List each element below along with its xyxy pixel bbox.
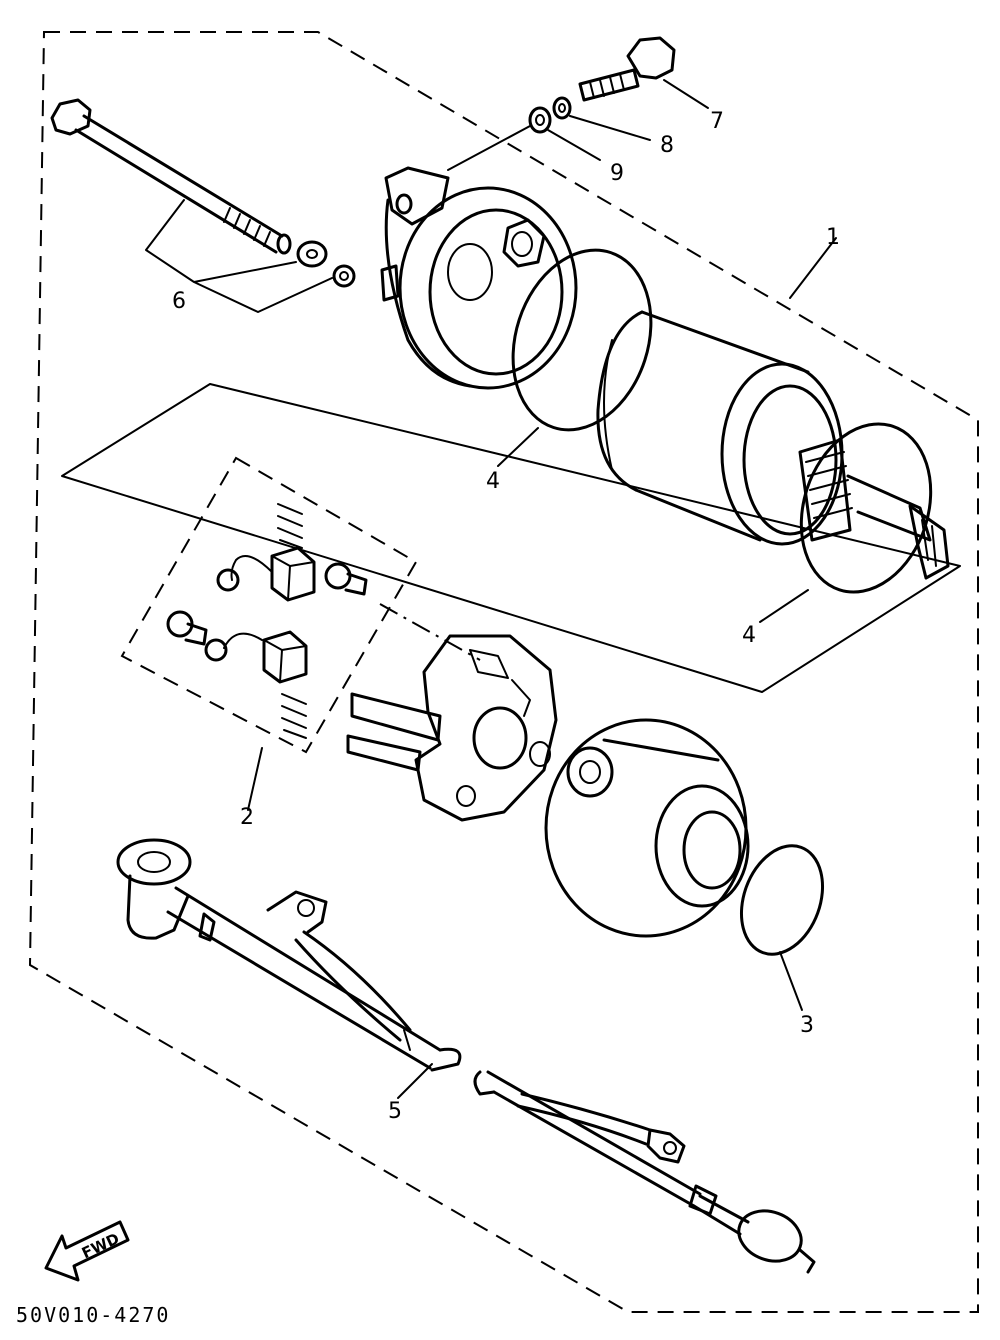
callout-1: 1	[826, 225, 840, 250]
leader-9	[547, 129, 601, 161]
leader-1	[789, 237, 837, 299]
drawing-code: 50V010-4270	[16, 1303, 170, 1327]
callout-5: 5	[388, 1099, 402, 1124]
callout-9: 9	[610, 161, 624, 186]
yoke-housing	[596, 310, 844, 546]
brush-kit-boundary-dashed	[120, 456, 418, 754]
washer-8	[552, 96, 572, 120]
armature-group-bracket	[61, 383, 961, 693]
rear-cover	[544, 718, 750, 938]
brush-alignment-line	[379, 603, 481, 661]
seal-ring-3	[739, 844, 825, 956]
lead-wire-front	[116, 838, 462, 1072]
leader-8	[569, 115, 651, 141]
leader-5	[397, 1063, 433, 1099]
callout-4b: 4	[742, 623, 756, 648]
armature-shaft	[798, 438, 950, 580]
assembly-boundary-dashed	[28, 31, 979, 1313]
leader-6	[145, 199, 333, 313]
lead-wire-rear	[473, 1070, 816, 1274]
front-cover	[380, 166, 578, 390]
leader-4b	[759, 589, 809, 623]
leader-4a	[497, 427, 539, 467]
through-bolt	[50, 98, 292, 255]
callout-2: 2	[240, 805, 254, 830]
bolt-alignment-line	[447, 125, 531, 171]
callout-3: 3	[800, 1013, 814, 1038]
washer-9	[528, 106, 552, 134]
bolt-washers	[296, 240, 356, 288]
brush-kit-parts	[166, 503, 368, 739]
leader-2	[247, 747, 263, 811]
leader-3	[779, 951, 803, 1011]
callout-7: 7	[710, 109, 724, 134]
callout-4a: 4	[486, 469, 500, 494]
fwd-direction-arrow: FWD	[44, 1220, 130, 1282]
brush-holder-plate	[346, 634, 558, 822]
callout-8: 8	[660, 133, 674, 158]
mounting-bolt	[578, 36, 676, 102]
callout-6: 6	[172, 289, 186, 314]
o-ring-front	[511, 248, 653, 432]
leader-7	[663, 79, 709, 109]
